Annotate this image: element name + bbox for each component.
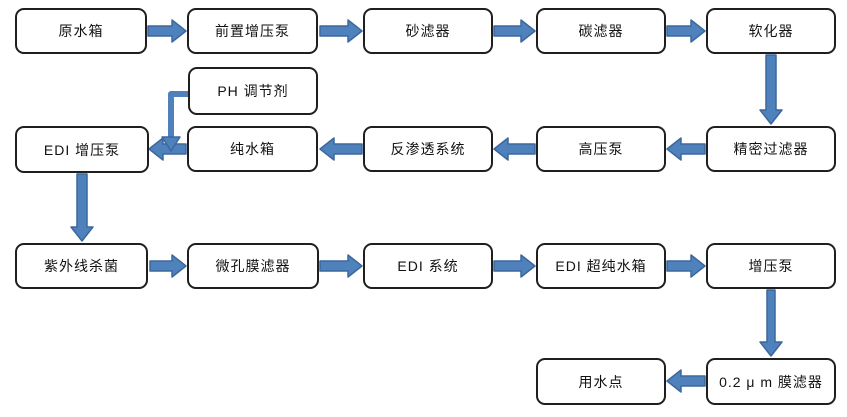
node-label: 原水箱 [58,23,104,39]
arrow-edisystem-to-ultrapure [493,254,536,278]
node-edi-system: EDI 系统 [363,243,493,289]
node-booster-pump: 增压泵 [706,243,836,289]
node-uv-sterilizer: 紫外线杀菌 [15,243,148,289]
node-pre-booster-pump: 前置增压泵 [187,8,318,54]
arrow-booster-to-membrane [759,289,783,357]
node-water-use-point: 用水点 [536,358,666,405]
arrow-highpressure-to-ro [493,137,536,161]
node-label: 增压泵 [748,258,794,274]
arrows-stroke-group [70,19,783,393]
arrow-purewater-to-edibooster [148,137,187,161]
arrow-sand-to-carbon [493,19,536,43]
node-label: EDI 超纯水箱 [555,258,647,274]
arrow-edibooster-to-uv [70,173,94,242]
node-raw-water-tank: 原水箱 [15,8,147,54]
arrow-microporous-to-edisystem [319,254,363,278]
node-ro-system: 反渗透系统 [363,126,493,172]
node-edi-booster-pump: EDI 增压泵 [15,126,149,173]
node-high-pressure-pump: 高压泵 [536,126,666,172]
node-membrane-filter-02um: 0.2 μ m 膜滤器 [706,358,836,405]
node-label: 反渗透系统 [390,141,466,157]
arrow-precision-to-highpressure [666,137,706,161]
arrow-raw-to-prebooster [147,19,187,43]
node-sand-filter: 砂滤器 [363,8,493,54]
node-carbon-filter: 碳滤器 [536,8,666,54]
node-label: 0.2 μ m 膜滤器 [719,373,823,390]
node-label: EDI 增压泵 [43,141,121,158]
node-label: 高压泵 [578,141,624,157]
node-label: 微孔膜滤器 [215,258,291,274]
node-label: PH 调节剂 [217,83,289,99]
node-label: EDI 系统 [397,258,459,274]
arrow-membrane-to-waterpoint [666,369,706,393]
node-label: 碳滤器 [578,23,624,39]
node-label: 纯水箱 [230,141,275,157]
node-label: 前置增压泵 [215,23,290,39]
arrow-prebooster-to-sand [319,19,363,43]
node-pure-water-tank: 纯水箱 [187,126,318,172]
node-label: 砂滤器 [405,23,451,39]
node-microporous-filter: 微孔膜滤器 [187,243,319,289]
node-label: 软化器 [748,23,794,39]
connector-ph-adjuster-elbow [168,91,188,138]
arrow-softener-to-precision [759,54,783,125]
node-precision-filter: 精密过滤器 [706,126,836,172]
node-label: 紫外线杀菌 [44,258,119,274]
arrow-ultrapure-to-booster [666,254,706,278]
arrow-uv-to-microporous [149,254,187,278]
node-label: 精密过滤器 [733,141,809,157]
arrowhead-ph-adjuster [161,136,181,152]
node-label: 用水点 [578,373,624,390]
node-edi-ultrapure-tank: EDI 超纯水箱 [536,243,666,289]
node-ph-adjuster: PH 调节剂 [188,67,318,115]
node-softener: 软化器 [706,8,836,54]
arrow-ro-to-purewater [319,137,363,161]
arrow-carbon-to-softener [666,19,706,43]
arrows-fill-group [70,19,783,393]
